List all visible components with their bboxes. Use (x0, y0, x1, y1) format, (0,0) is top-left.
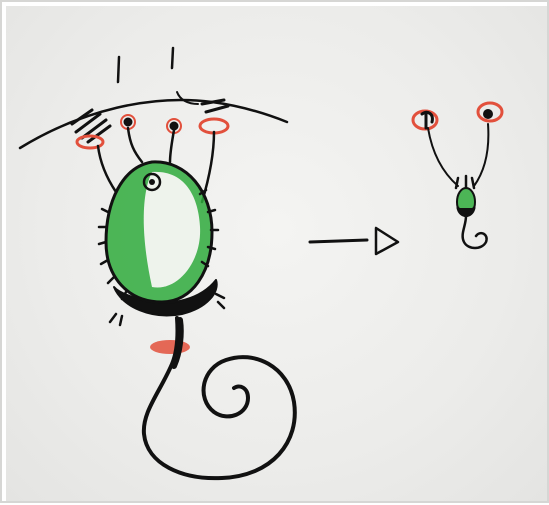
small-tail (463, 216, 487, 248)
creature-small-sketch (413, 103, 502, 248)
creature-hanging-sketch (20, 48, 295, 478)
stroke-mark (177, 92, 198, 104)
limb (170, 130, 174, 162)
branch-line (20, 100, 287, 148)
small-arm (428, 128, 458, 186)
small-arm (474, 124, 488, 186)
arrow-shaft (310, 240, 367, 242)
toe (124, 118, 132, 126)
arrow-sketch (310, 228, 398, 254)
stroke-mark (172, 48, 173, 68)
right-hand (202, 100, 228, 112)
tail-highlight (150, 340, 190, 354)
limb (98, 146, 116, 192)
stroke-mark (118, 57, 119, 82)
arrow-head (376, 228, 398, 254)
small-hand-left (422, 112, 432, 128)
limb (128, 128, 142, 162)
